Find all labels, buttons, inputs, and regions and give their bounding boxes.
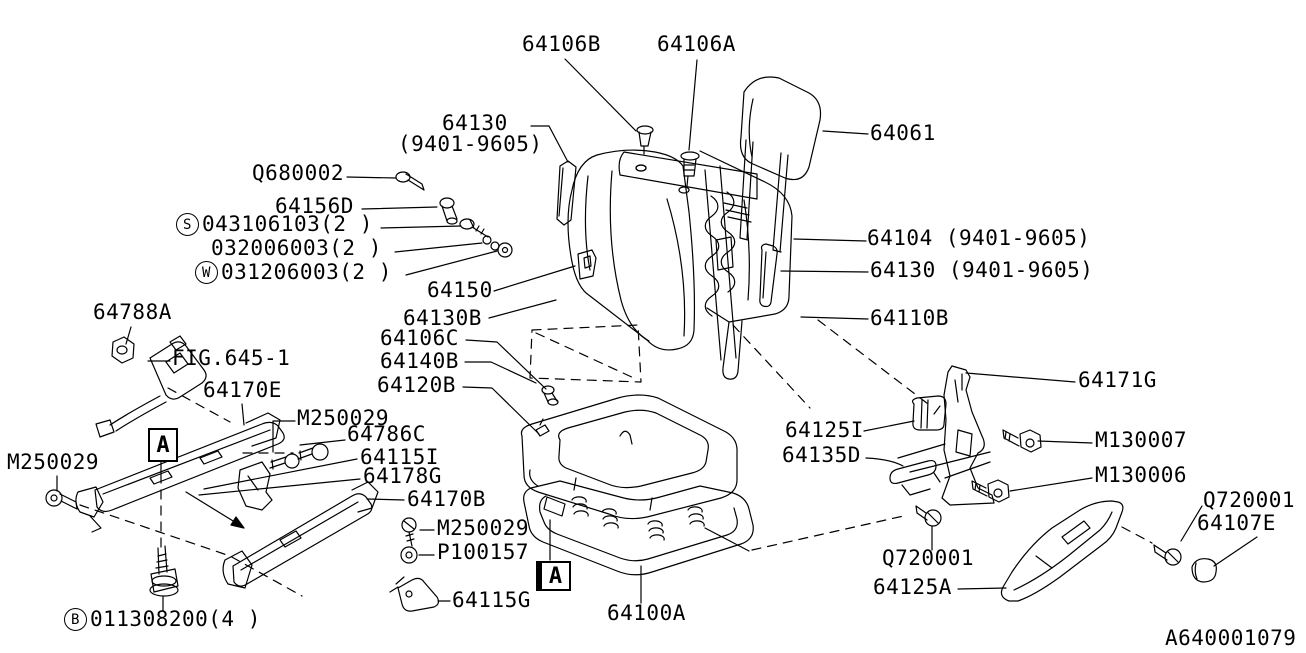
headrest-guide-pin-64106b bbox=[635, 125, 654, 172]
callout-box-a-2: A bbox=[536, 561, 571, 591]
side-cover-64125a bbox=[1000, 500, 1124, 602]
part-label-032006003: 032006003(2 ) bbox=[211, 236, 382, 260]
part-label-64135d: 64135D bbox=[782, 443, 861, 467]
screw-m250029-bottom bbox=[401, 517, 417, 547]
slide-rail-outer-64170b bbox=[222, 481, 379, 589]
rail-bracket-64178g bbox=[237, 461, 273, 511]
bolt-011308200 bbox=[149, 545, 179, 597]
part-label-64130-right: 64130 (9401-9605) bbox=[870, 258, 1094, 282]
part-label-64130-top-range: (9401-9605) bbox=[398, 132, 543, 156]
seat-back-panel bbox=[699, 150, 793, 380]
grommet-64156d bbox=[439, 197, 458, 225]
assembly-dashed-lines bbox=[79, 319, 1153, 597]
headrest bbox=[739, 76, 822, 253]
part-label-64106a: 64106A bbox=[657, 32, 736, 56]
seat-cushion-pad bbox=[520, 394, 738, 520]
screw-q720001-left bbox=[915, 505, 942, 527]
part-label-64100a: 64100A bbox=[607, 601, 686, 625]
seat-back-cushion bbox=[567, 149, 758, 351]
bracket-64150 bbox=[577, 249, 597, 280]
part-label-q720001-2: Q720001 bbox=[882, 546, 975, 570]
clip-64106c bbox=[541, 385, 559, 406]
screw-043106103 bbox=[459, 218, 489, 238]
part-label-043106103: S 043106103(2 ) bbox=[176, 213, 373, 236]
part-label-64130b: 64130B bbox=[403, 306, 482, 330]
headrest-guide-pin-64106a bbox=[680, 151, 700, 187]
part-label-m250029-3: M250029 bbox=[437, 516, 530, 540]
circled-letter-w: W bbox=[195, 261, 218, 284]
cushion-frame bbox=[523, 480, 754, 576]
part-label-m130006: M130006 bbox=[1095, 463, 1188, 487]
leader-lines bbox=[56, 58, 1258, 612]
bolt-m130007 bbox=[1002, 429, 1042, 453]
slide-rail-inner-64170e bbox=[75, 412, 285, 533]
part-number-text: 031206003(2 ) bbox=[221, 260, 392, 284]
part-label-64130-top: 64130 bbox=[442, 111, 508, 135]
part-label-64120b: 64120B bbox=[377, 373, 456, 397]
part-label-64110b: 64110B bbox=[870, 306, 949, 330]
screw-q680002 bbox=[395, 171, 425, 191]
seat-back-frame bbox=[704, 165, 737, 361]
part-label-q680002: Q680002 bbox=[252, 161, 345, 185]
part-label-64125i: 64125I bbox=[785, 418, 864, 442]
bolts-m250029-right bbox=[269, 443, 329, 470]
part-label-64788a: 64788A bbox=[93, 300, 172, 324]
seatbelt-buckle bbox=[95, 335, 207, 438]
figure-reference-label: FIG.645-1 bbox=[172, 346, 291, 370]
part-label-p100157: P100157 bbox=[437, 540, 530, 564]
screw-q720001-right bbox=[1153, 544, 1182, 566]
part-label-64107e: 64107E bbox=[1197, 511, 1276, 535]
circled-letter-s: S bbox=[176, 213, 199, 236]
hinge-bracket-64115g bbox=[389, 576, 440, 612]
part-label-64178g: 64178G bbox=[363, 464, 442, 488]
washer-031206003 bbox=[497, 242, 513, 258]
part-number-text: 043106103(2 ) bbox=[202, 212, 373, 236]
part-label-031206003: W 031206003(2 ) bbox=[195, 261, 392, 284]
part-label-64106c: 64106C bbox=[380, 326, 459, 350]
callout-box-a-1: A bbox=[148, 428, 178, 462]
part-label-q720001-1: Q720001 bbox=[1203, 488, 1296, 512]
part-label-64170e: 64170E bbox=[203, 378, 282, 402]
circled-letter-b: B bbox=[64, 608, 87, 631]
cap-64107e bbox=[1191, 558, 1217, 583]
part-label-64156d: 64156D bbox=[275, 194, 354, 218]
part-label-64104: 64104 (9401-9605) bbox=[867, 226, 1091, 250]
washer-p100157 bbox=[400, 546, 418, 564]
assembly-arrow bbox=[185, 491, 245, 529]
part-label-m250029-1: M250029 bbox=[297, 406, 390, 430]
bolt-m130006 bbox=[971, 479, 1010, 503]
trim-strip-right bbox=[759, 243, 778, 308]
part-label-64125a: 64125A bbox=[873, 575, 952, 599]
handle-cover-64125i bbox=[911, 395, 947, 431]
part-label-64171g: 64171G bbox=[1078, 368, 1157, 392]
part-label-64140b: 64140B bbox=[380, 349, 459, 373]
part-label-64170b: 64170B bbox=[407, 487, 486, 511]
recliner-bracket-64171g bbox=[897, 365, 995, 506]
part-label-64786c: 64786C bbox=[347, 422, 426, 446]
trim-strip-left bbox=[556, 160, 577, 226]
part-label-64061: 64061 bbox=[870, 121, 936, 145]
part-label-m130007: M130007 bbox=[1095, 428, 1188, 452]
washers-032006003 bbox=[482, 235, 500, 251]
drawing-number: A640001079 bbox=[1165, 626, 1297, 650]
part-label-64115i: 64115I bbox=[360, 445, 439, 469]
board-outline-dashed-64140b bbox=[529, 324, 642, 383]
part-label-64106b: 64106B bbox=[522, 32, 601, 56]
part-label-m250029-2: M250029 bbox=[7, 450, 100, 474]
part-label-011308200: B 011308200(4 ) bbox=[64, 608, 261, 631]
part-number-text: 011308200(4 ) bbox=[90, 607, 261, 631]
part-label-64115g: 64115G bbox=[452, 588, 531, 612]
spacer-64135d bbox=[889, 459, 941, 496]
bolt-m250029-left bbox=[45, 489, 78, 510]
part-label-64150: 64150 bbox=[427, 278, 493, 302]
